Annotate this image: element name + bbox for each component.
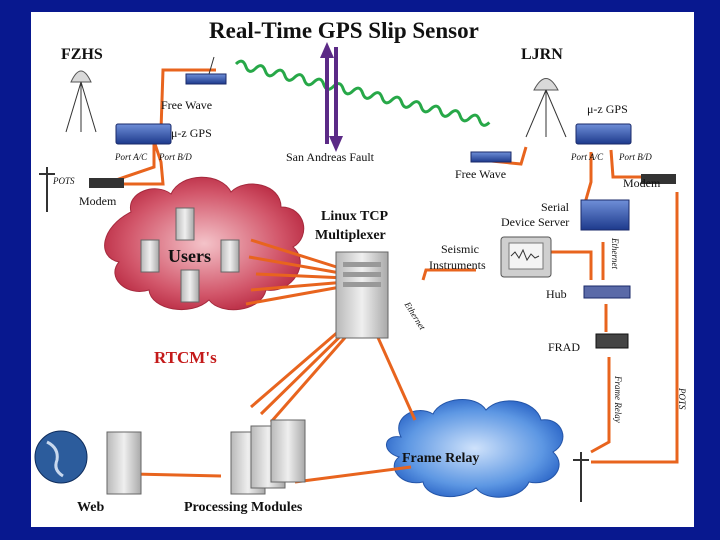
port-bd-right: Port B/D (619, 152, 652, 162)
modem-left-device (89, 178, 124, 188)
users-label: Users (168, 246, 211, 266)
frame-relay-cloud (386, 398, 564, 498)
fault-arrows (320, 42, 343, 152)
modem-right-label: Modem (623, 176, 661, 190)
rtcm-label: RTCM's (154, 348, 217, 367)
freewave-left-device (185, 73, 227, 85)
gps-receiver-left (115, 123, 172, 145)
frad-label: FRAD (548, 340, 581, 354)
seismic-instrument (500, 236, 552, 278)
port-bd-left: Port B/D (159, 152, 192, 162)
multiplexer-server (335, 251, 389, 339)
serial-device-server-box (580, 199, 630, 231)
gps-antenna-right (525, 78, 567, 138)
link-users-a (250, 238, 347, 272)
frad-device (595, 333, 629, 349)
user-computers (140, 207, 240, 303)
serial-label-2: Device Server (501, 215, 570, 229)
diagram-panel: Real-Time GPS Slip Sensor FZHS LJRN Free… (31, 12, 694, 527)
web-label: Web (77, 500, 105, 515)
link-fzhs-pots (91, 131, 165, 186)
link-seismic-hub (551, 250, 593, 280)
multiplexer-label-1: Linux TCP (321, 209, 389, 224)
freewave-left-label: Free Wave (161, 98, 213, 112)
web-server (106, 431, 142, 495)
link-users-e (245, 284, 347, 306)
processing-servers (230, 419, 306, 495)
seismic-label-1: Seismic (441, 242, 479, 256)
users-cloud (104, 176, 305, 311)
frame-relay-cloud-label: Frame Relay (402, 451, 480, 466)
port-ac-right: Port A/C (571, 152, 604, 162)
radio-wave (234, 59, 491, 127)
link-fzhs-freewave (159, 68, 216, 131)
ethernet-right-label: Ethernet (610, 238, 620, 269)
freewave-left-antenna (208, 56, 215, 75)
gps-antenna-left (65, 70, 97, 133)
modem-left-label: Modem (79, 194, 117, 208)
gps-right-label: μ-z GPS (587, 102, 628, 116)
link-mux-seismic (421, 268, 476, 281)
link-web-proc (132, 472, 222, 478)
port-ac-left: Port A/C (115, 152, 148, 162)
hub-device (583, 285, 631, 299)
seismic-label-2: Instruments (429, 258, 486, 272)
freewave-right-label: Free Wave (455, 167, 507, 181)
link-frad-relay (590, 357, 611, 454)
gps-left-label: μ-z GPS (171, 126, 212, 140)
link-pots-right (591, 192, 679, 464)
link-fzhs-gps-modem (115, 142, 156, 182)
link-users-d (250, 280, 347, 292)
link-users-b (248, 255, 347, 276)
pole-right (573, 452, 589, 502)
multiplexer-label-2: Multiplexer (315, 228, 386, 243)
site-ljrn: LJRN (521, 46, 563, 63)
fault-label: San Andreas Fault (286, 150, 374, 164)
link-users-c (255, 272, 347, 280)
modem-right-device (641, 174, 676, 184)
pole-left (39, 167, 55, 212)
gps-receiver-right (575, 123, 632, 145)
link-mux-proc-c (269, 323, 359, 423)
pots-right-label: POTS (677, 388, 687, 410)
pots-left-label: POTS (53, 176, 75, 186)
web-globe (34, 430, 88, 484)
site-fzhs: FZHS (61, 46, 103, 63)
serial-label-1: Serial (541, 200, 569, 214)
frame-relay-vertical-label: Frame Relay (613, 376, 623, 423)
diagram-title: Real-Time GPS Slip Sensor (209, 18, 479, 43)
processing-label: Processing Modules (184, 500, 303, 515)
hub-label: Hub (546, 287, 567, 301)
freewave-right-device (470, 151, 512, 163)
diagram-graphics (34, 42, 679, 502)
link-proc-relay (294, 465, 412, 484)
